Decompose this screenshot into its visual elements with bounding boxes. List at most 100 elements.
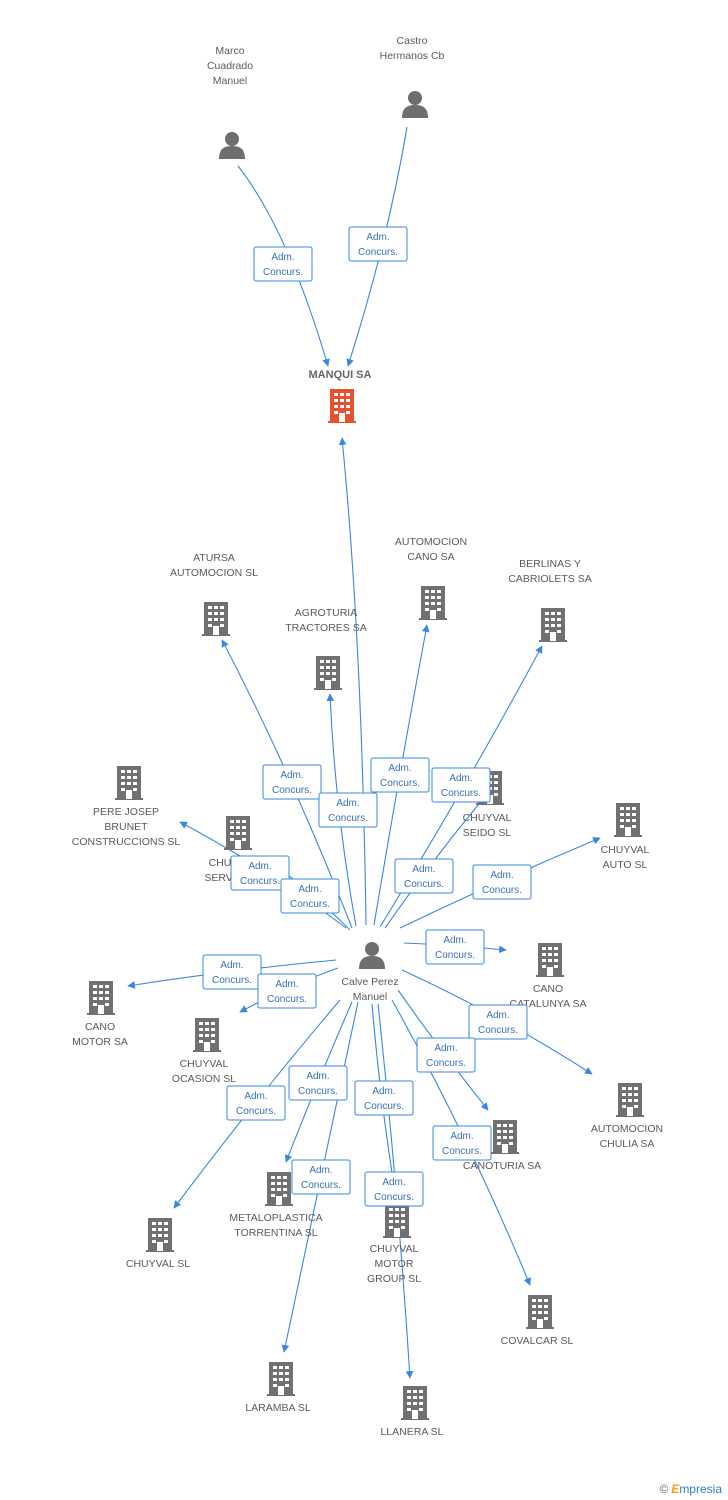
edge-label-text: Adm. <box>372 1086 395 1097</box>
edge-label-calve-to-pere[interactable]: Adm.Concurs. <box>230 855 290 891</box>
edge-label-calve-to-ocasion[interactable]: Adm.Concurs. <box>257 973 317 1009</box>
building-icon <box>419 586 447 620</box>
edge-label-calve-to-canomotor[interactable]: Adm.Concurs. <box>202 954 262 990</box>
edge-label-text: Concurs. <box>290 899 330 910</box>
person-icon <box>402 91 428 118</box>
edge-label-box <box>291 1159 351 1195</box>
node-label: CANO <box>85 1021 115 1033</box>
node-label: CABRIOLETS SA <box>508 573 591 585</box>
edge-label-text: Concurs. <box>374 1192 414 1203</box>
building-icon <box>265 1172 293 1206</box>
node-laramba[interactable]: LARAMBA SL <box>245 1362 311 1414</box>
node-label: CHU <box>209 857 232 869</box>
edge-label-calve-to-covalcar[interactable]: Adm.Concurs. <box>432 1125 492 1161</box>
edge-label-text: Concurs. <box>301 1180 341 1191</box>
node-label: PERE JOSEP <box>93 806 159 818</box>
edge-label-box <box>257 973 317 1009</box>
edge-label-box <box>226 1085 286 1121</box>
node-label: CHUYVAL <box>180 1058 229 1070</box>
node-label: AUTOMOCION <box>591 1123 663 1135</box>
edge-label-calve-to-motorgroup[interactable]: Adm.Concurs. <box>354 1080 414 1116</box>
edge-label-calve-to-seido[interactable]: Adm.Concurs. <box>394 858 454 894</box>
node-canomotor[interactable]: CANO MOTOR SA <box>72 981 128 1048</box>
edge-label-text: Adm. <box>450 1131 473 1142</box>
edge-label-calve-to-chuyvalsl[interactable]: Adm.Concurs. <box>226 1085 286 1121</box>
node-agroturia[interactable]: AGROTURIA TRACTORES SA <box>285 607 367 690</box>
node-label: AUTOMOCION SL <box>170 567 258 579</box>
edge-label-calve-to-metalo[interactable]: Adm.Concurs. <box>288 1065 348 1101</box>
node-label: AUTO SL <box>603 859 648 871</box>
edge-label-box <box>468 1004 528 1040</box>
node-chuyvalsl[interactable]: CHUYVAL SL <box>126 1218 190 1270</box>
brand-initial: E <box>671 1482 680 1496</box>
edge-label-box <box>472 864 532 900</box>
edge-label-calve-to-laramba[interactable]: Adm.Concurs. <box>291 1159 351 1195</box>
edge-label-calve-to-chulia[interactable]: Adm.Concurs. <box>468 1004 528 1040</box>
building-icon <box>115 766 143 800</box>
node-canoturia[interactable]: CANOTURIA SA <box>463 1120 541 1172</box>
node-manqui[interactable]: MANQUI SA <box>309 369 372 423</box>
node-label: CHUYVAL SL <box>126 1258 190 1270</box>
building-icon <box>491 1120 519 1154</box>
edge-label-calve-to-berlinas[interactable]: Adm.Concurs. <box>431 767 491 803</box>
edge-label-calve-to-atursa[interactable]: Adm.Concurs. <box>262 764 322 800</box>
building-icon <box>328 389 356 423</box>
node-label: TRACTORES SA <box>285 622 367 634</box>
edge-label-text: Concurs. <box>212 975 252 986</box>
edge-label-marco-to-manqui[interactable]: Adm.Concurs. <box>253 246 313 282</box>
person-icon <box>219 132 245 159</box>
edge-label-calve-to-agroturia[interactable]: Adm. Concurs. <box>318 792 378 828</box>
edge-label-calve-to-chauto[interactable]: Adm.Concurs. <box>472 864 532 900</box>
edge-label-box <box>202 954 262 990</box>
node-covalcar[interactable]: COVALCAR SL <box>501 1295 574 1347</box>
edge-label-text: Adm. <box>298 884 321 895</box>
edge-label-text: Concurs. <box>236 1106 276 1117</box>
edge-label-text: Adm. <box>336 798 359 809</box>
edge-label-box <box>253 246 313 282</box>
edge-label-text: Concurs. <box>441 788 481 799</box>
node-label: Manuel <box>213 75 247 87</box>
node-label: CANO <box>533 983 563 995</box>
building-icon <box>539 608 567 642</box>
node-llanera[interactable]: LLANERA SL <box>380 1386 444 1438</box>
node-label: AGROTURIA <box>295 607 357 619</box>
edge-label-box <box>394 858 454 894</box>
edge-label-calve-to-llanera[interactable]: Adm.Concurs. <box>364 1171 424 1207</box>
copyright-symbol: © <box>659 1482 669 1496</box>
edge-label-text: Concurs. <box>426 1058 466 1069</box>
edge-label-box <box>348 226 408 262</box>
empresia-watermark[interactable]: ©Empresia <box>659 1482 722 1496</box>
node-label: BERLINAS Y <box>519 558 581 570</box>
edge-label-text: Adm. <box>275 979 298 990</box>
edge-label-text: Concurs. <box>328 813 368 824</box>
edge-label-castro-to-manqui[interactable]: Adm.Concurs. <box>348 226 408 262</box>
edge-label-calve-to-canocat[interactable]: Adm.Concurs. <box>425 929 485 965</box>
node-label: MOTOR SA <box>72 1036 128 1048</box>
node-chauto[interactable]: CHUYVAL AUTO SL <box>601 803 650 871</box>
edge-label-box <box>318 792 378 828</box>
edge-label-text: Concurs. <box>263 267 303 278</box>
node-label: CHUYVAL <box>601 844 650 856</box>
edge-label-calve-to-canoturia[interactable]: Adm.Concurs. <box>416 1037 476 1073</box>
node-label: COVALCAR SL <box>501 1335 574 1347</box>
edge-label-calve-to-chuserv[interactable]: Adm. Concurs. <box>280 878 340 914</box>
edge-label-calve-to-autocano[interactable]: Adm.Concurs. <box>370 757 430 793</box>
building-icon <box>401 1386 429 1420</box>
edge-label-box <box>280 878 340 914</box>
node-berlinas[interactable]: BERLINAS Y CABRIOLETS SA <box>508 558 592 642</box>
node-label: Hermanos Cb <box>380 50 445 62</box>
node-label: MANQUI SA <box>309 369 372 381</box>
